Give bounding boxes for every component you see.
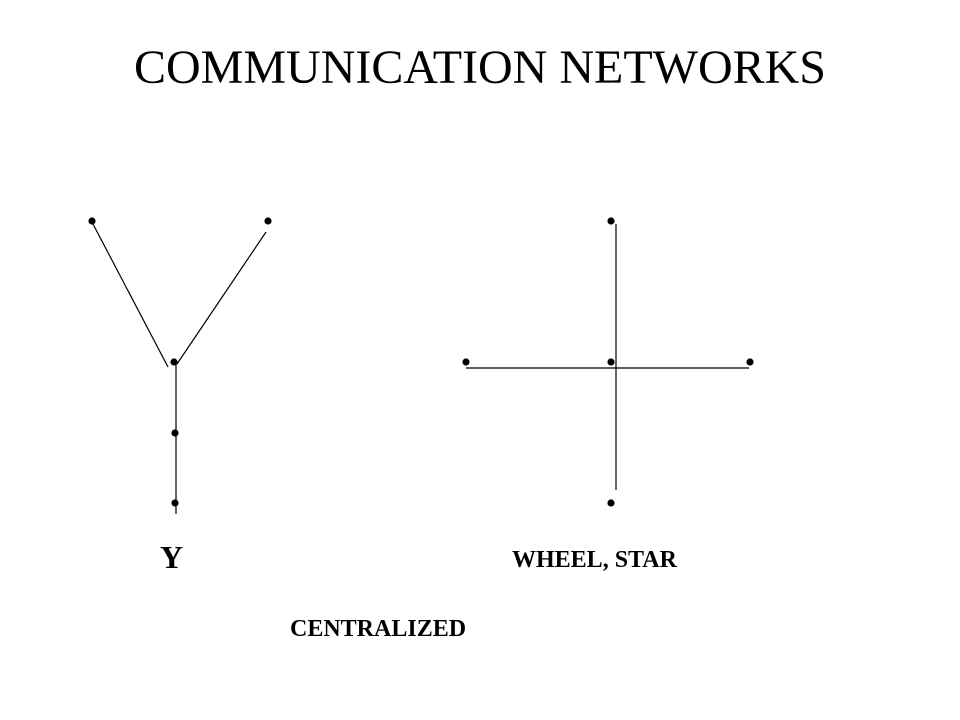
y-network [88,217,272,514]
wheel-node-bottom [607,499,615,507]
wheel-node-left [462,358,470,366]
y-edge-left-arm [92,223,169,368]
slide-title: COMMUNICATION NETWORKS [134,41,826,94]
wheel-node-top [607,217,615,225]
centralized-label: CENTRALIZED [290,616,467,642]
wheel-network [462,217,754,507]
y-node-top-right [264,217,272,225]
wheel-node-right [746,358,754,366]
wheel-network-label: WHEEL, STAR [512,547,677,573]
y-node-middle [171,429,179,437]
y-node-center [170,358,178,366]
y-edge-right-arm [176,231,267,365]
y-network-label: Y [160,539,184,575]
y-node-bottom [171,499,179,507]
y-node-top-left [88,217,96,225]
wheel-node-center [607,358,615,366]
